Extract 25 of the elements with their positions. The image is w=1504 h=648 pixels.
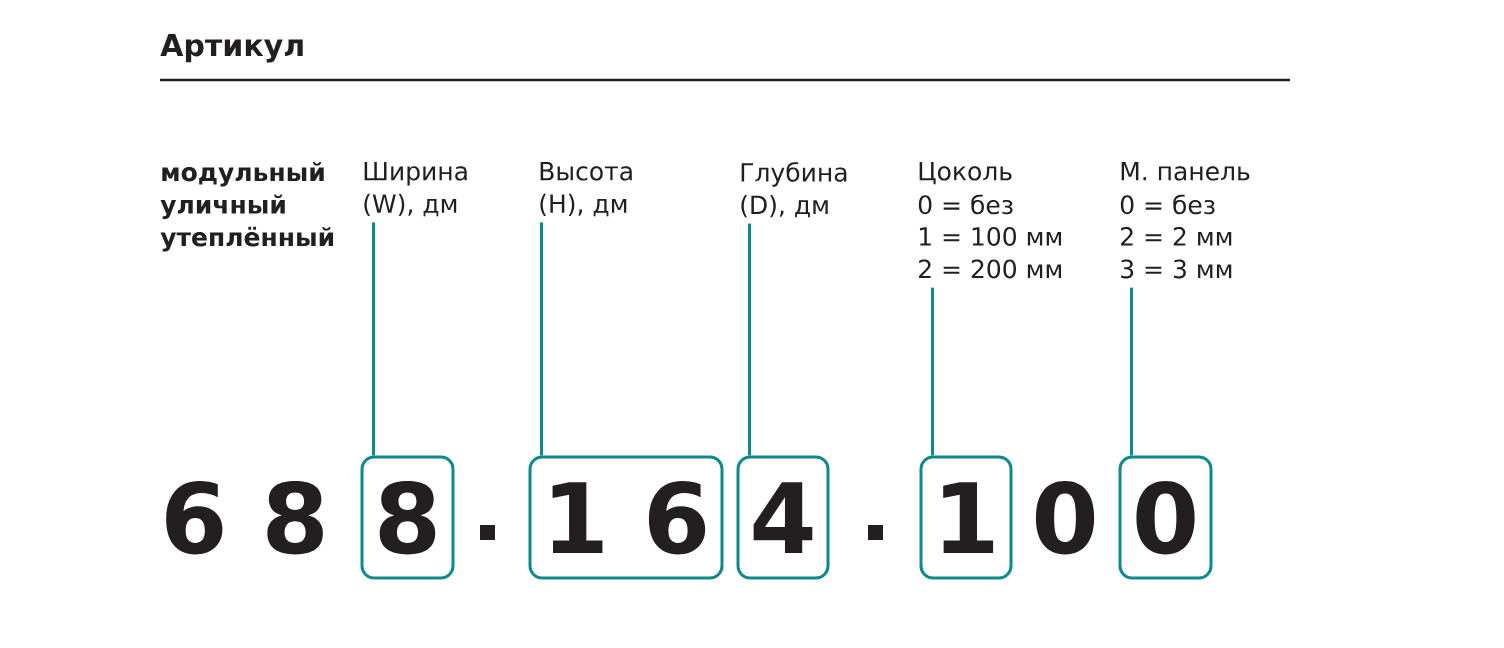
field-label: Глубина (D), дм	[741, 162, 847, 218]
field-label: Цоколь	[919, 162, 1012, 185]
code-digit-box: 4	[736, 455, 830, 580]
code-digit-box: 0	[1118, 455, 1213, 580]
code-digit: 0	[1035, 481, 1095, 555]
option-text: 0 = без	[918, 194, 1013, 215]
option-text: 3 = 3 мм	[1121, 259, 1232, 279]
leader-line	[931, 287, 934, 456]
option-text: 0 = без	[1120, 194, 1215, 215]
code-digit-box: 1	[919, 455, 1013, 580]
leader-line	[748, 223, 751, 456]
option-text: 1 = 100 мм	[919, 227, 1062, 246]
field-label: Ширина (W), дм	[364, 162, 467, 217]
code-digit-box: 1 6	[528, 455, 724, 580]
leader-line	[540, 222, 543, 456]
field-label: Высота (H), дм	[540, 162, 632, 217]
option-text: 2 = 2 мм	[1121, 227, 1232, 246]
code-digit-box: 8	[360, 455, 455, 580]
leader-line	[1130, 287, 1133, 456]
field-label: М. панель	[1121, 162, 1250, 181]
title: Артикул	[160, 34, 303, 63]
leader-line	[372, 222, 375, 456]
code-digits: 6 8	[166, 481, 323, 555]
option-text: 2 = 200 мм	[919, 259, 1062, 279]
product-description: модульный уличный утеплённый	[160, 162, 334, 252]
